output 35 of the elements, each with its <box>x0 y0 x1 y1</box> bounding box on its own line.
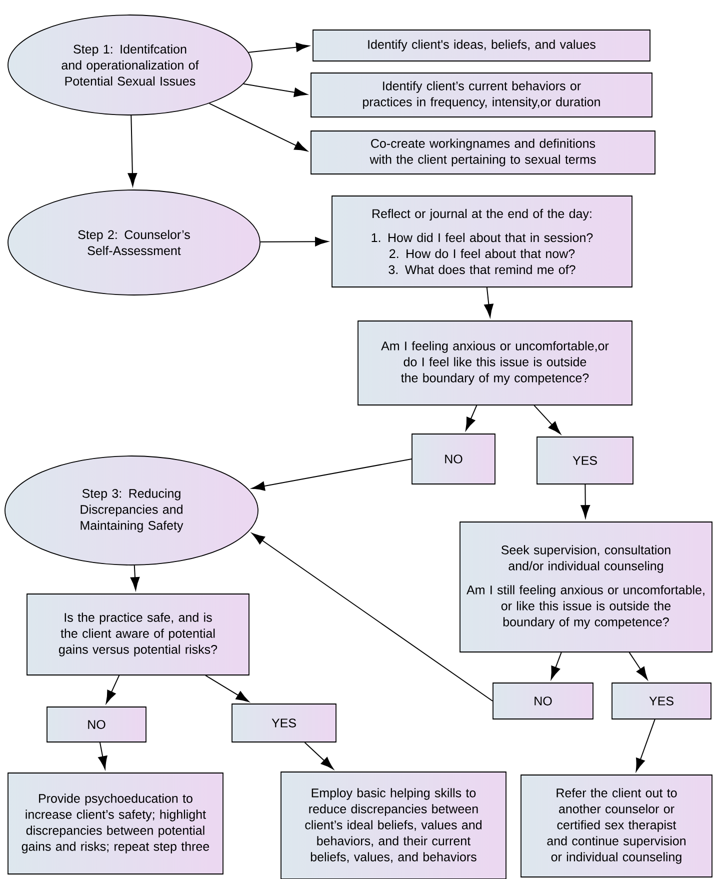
answer-label-box: YES <box>536 436 634 484</box>
arrow <box>205 674 250 702</box>
arrow <box>243 83 308 97</box>
arrow <box>260 236 328 246</box>
process-box: Identify client's ideas, beliefs, and values <box>312 30 650 62</box>
process-box: Provide psychoeducation to increase client’s safety; highlight discrepancies between potential gains and risks; repeat step three <box>8 772 224 874</box>
arrow <box>208 102 308 152</box>
answer-label-box: YES <box>232 704 336 742</box>
arrow <box>534 404 561 434</box>
process-box: Is the practice safe, and is the client aware of potential gains versus potential risks? <box>26 594 250 676</box>
process-box: Identify client’s current behaviors or practices in frequency, intensity,or duration <box>310 72 652 118</box>
answer-label-box: YES <box>612 682 712 720</box>
arrow <box>252 458 412 491</box>
answer-label-box: NO <box>492 682 594 720</box>
arrow <box>128 114 138 186</box>
arrow <box>628 652 648 680</box>
process-box: Am I feeling anxious or uncomfortable,or do I feel like this issue is outside the boundary of my competence? <box>358 320 632 406</box>
arrow <box>304 742 334 770</box>
answer-label-box: NO <box>46 706 146 742</box>
process-box: Seek supervision, consultation and/or individual counseling Am I still feeling anxious or uncomfortable, or like this issue is outside the boundary of my competence? <box>460 522 712 652</box>
arrow <box>580 484 590 518</box>
arrow <box>466 404 478 431</box>
process-box: Reflect or journal at the end of the day: 1. How did I feel about that in session? 2. How do I feel about that now? 3. What does that remind me of? <box>332 196 632 288</box>
arrow <box>550 652 562 680</box>
arrow <box>248 42 310 53</box>
arrow <box>130 564 140 590</box>
arrow <box>106 674 120 704</box>
arrow <box>252 532 494 702</box>
process-box: Employ basic helping skills to reduce discrepancies between client’s ideal beliefs, values and behaviors, and their current beliefs, values, and behaviors <box>280 772 506 879</box>
arrow <box>98 742 108 770</box>
arrow <box>636 718 656 772</box>
process-box: Refer the client out to another counselor or certified sex therapist and continue supervision or individual counseling <box>520 774 712 878</box>
answer-label-box: NO <box>412 434 496 484</box>
arrow <box>484 286 494 318</box>
process-box: Co-create workingnames and definitions with the client pertaining to sexual terms <box>310 130 656 174</box>
